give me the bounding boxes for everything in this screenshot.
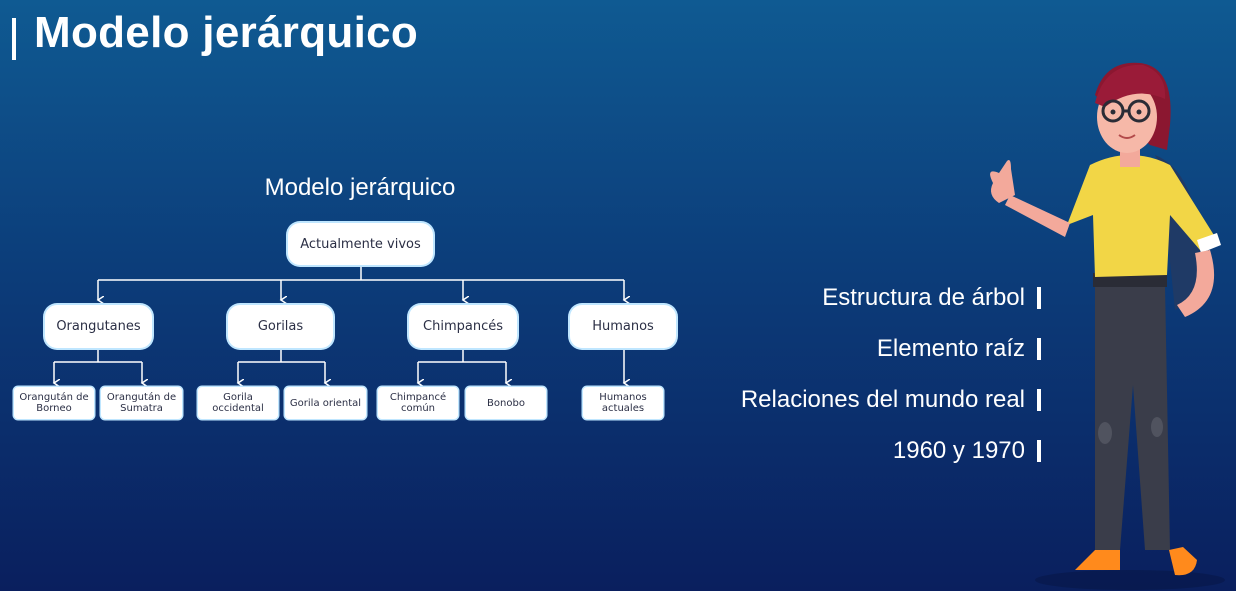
node-humanos: Humanos bbox=[570, 305, 676, 348]
bullet-bar bbox=[1037, 439, 1041, 462]
presenter-illustration bbox=[990, 62, 1225, 590]
slide-title: Modelo jerárquico bbox=[34, 8, 419, 57]
node-gorila-oriental: Gorila oriental bbox=[285, 387, 366, 419]
bullet-bar bbox=[1037, 337, 1041, 360]
title-accent-bar bbox=[12, 18, 16, 60]
bullet-item: Relaciones del mundo real bbox=[741, 374, 1041, 425]
bullet-text: Estructura de árbol bbox=[822, 283, 1025, 311]
node-gorilas: Gorilas bbox=[228, 305, 333, 348]
node-bonobo: Bonobo bbox=[466, 387, 546, 419]
node-orangutan-borneo: Orangután de Borneo bbox=[14, 387, 94, 419]
node-root: Actualmente vivos bbox=[288, 223, 433, 265]
node-chimpance-comun: Chimpancé común bbox=[378, 387, 458, 419]
bullet-text: 1960 y 1970 bbox=[892, 436, 1025, 464]
bullet-bar bbox=[1037, 388, 1041, 411]
bullet-bar bbox=[1037, 286, 1041, 309]
node-gorila-occidental: Gorila occidental bbox=[198, 387, 278, 419]
node-humanos-actuales: Humanos actuales bbox=[583, 387, 663, 419]
bullet-list: Estructura de árbol Elemento raíz Relaci… bbox=[741, 272, 1041, 476]
bullet-text: Elemento raíz bbox=[876, 334, 1025, 362]
node-chimpances: Chimpancés bbox=[409, 305, 517, 348]
node-orangutanes: Orangutanes bbox=[45, 305, 152, 348]
bullet-item: Elemento raíz bbox=[741, 323, 1041, 374]
bullet-item: Estructura de árbol bbox=[741, 272, 1041, 323]
node-orangutan-sumatra: Orangután de Sumatra bbox=[101, 387, 182, 419]
bullet-text: Relaciones del mundo real bbox=[740, 385, 1025, 413]
bullet-item: 1960 y 1970 bbox=[741, 425, 1041, 476]
diagram-title: Modelo jerárquico bbox=[264, 174, 456, 201]
